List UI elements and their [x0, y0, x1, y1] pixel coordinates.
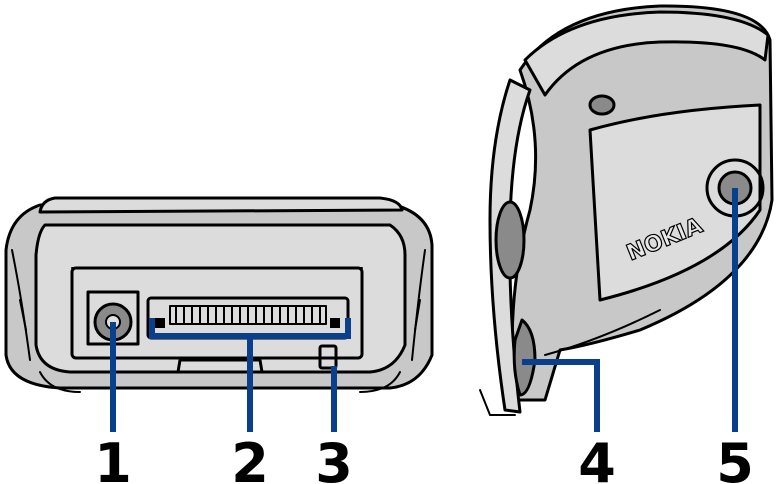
wrist-strap-eyelet	[512, 318, 537, 397]
callout-label-4: 4	[578, 432, 616, 484]
callout-label-2: 2	[231, 432, 269, 484]
phone-bottom-view	[4, 196, 434, 393]
callout-label-3: 3	[315, 432, 353, 484]
callout-lines	[110, 188, 738, 432]
charger-connector	[318, 344, 338, 370]
callout-labels: 1 2 3 4 5	[94, 432, 754, 484]
callout-label-1: 1	[94, 432, 132, 484]
callout-line-4	[522, 359, 600, 432]
phone-side-view: NOKIA	[479, 4, 774, 416]
callout-line-2	[149, 318, 351, 432]
callout-label-5: 5	[716, 432, 754, 484]
